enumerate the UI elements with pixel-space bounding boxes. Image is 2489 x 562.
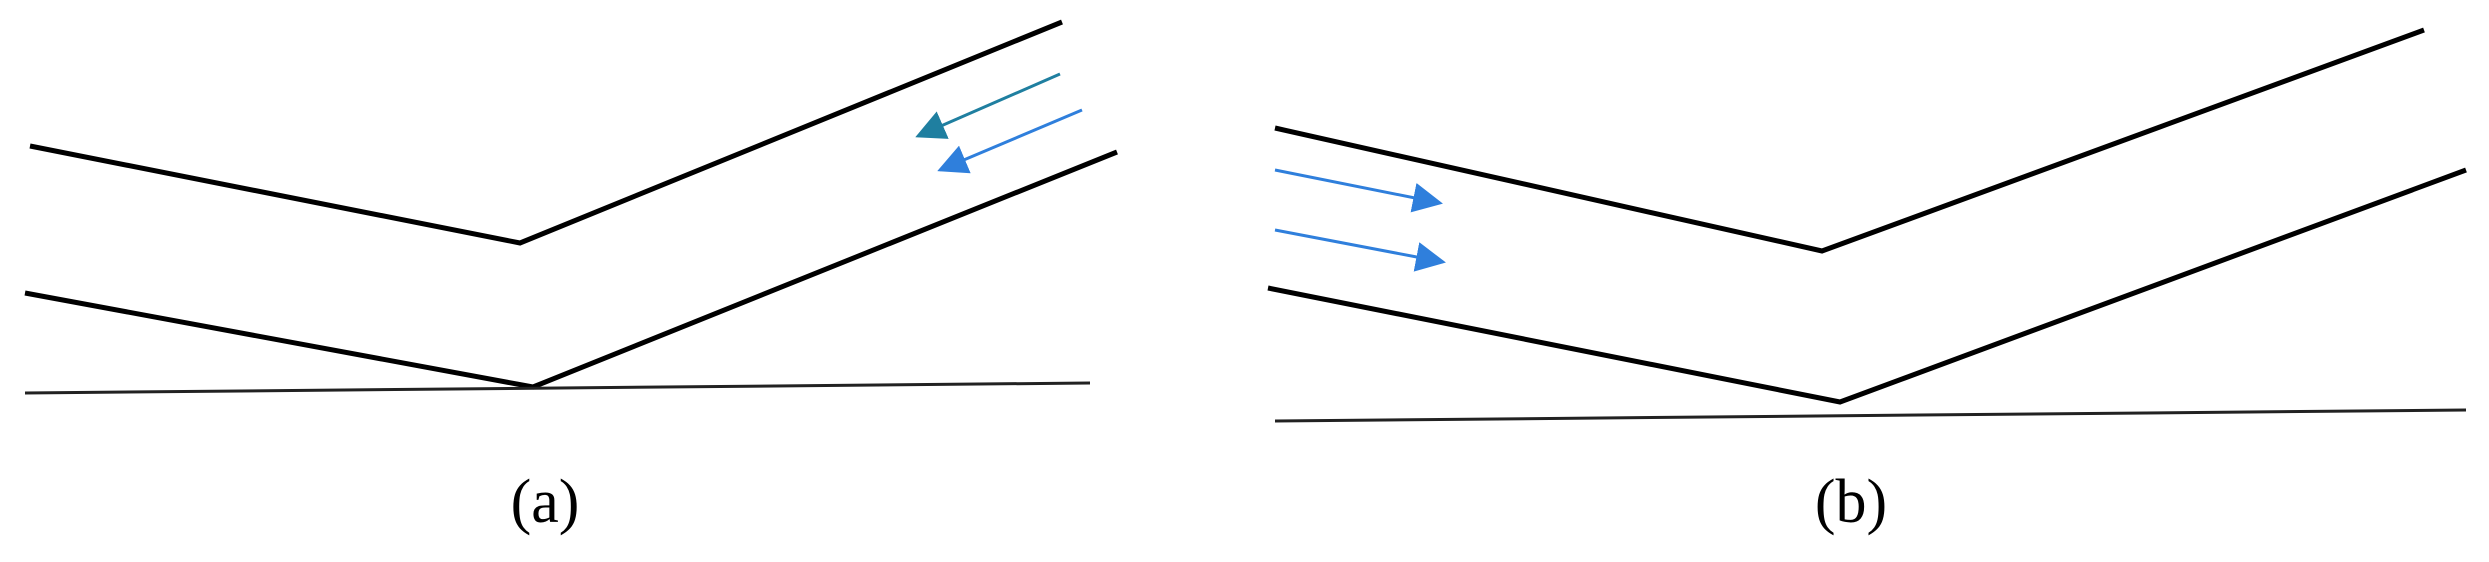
panel-a-caption: (a) [510,468,580,536]
panel-b-lower-v-line [1267,167,2467,405]
panel-a-baseline [24,381,1091,395]
panel-b-flow-arrow-1 [1274,168,1443,213]
panel-a-upper-v-line [29,19,1063,246]
panel-b-baseline [1274,408,2467,423]
panel-a-lower-v-line [24,149,1118,390]
panel-b-upper-v-line [1274,27,2425,254]
panel-a-flow-arrow-1 [915,72,1061,139]
panel-a [24,19,1118,395]
panel-b-caption: (b) [1814,468,1888,536]
panel-a-flow-arrow-2 [937,108,1083,174]
panel-b [1267,27,2467,423]
panel-b-flow-arrow-2 [1274,228,1446,272]
